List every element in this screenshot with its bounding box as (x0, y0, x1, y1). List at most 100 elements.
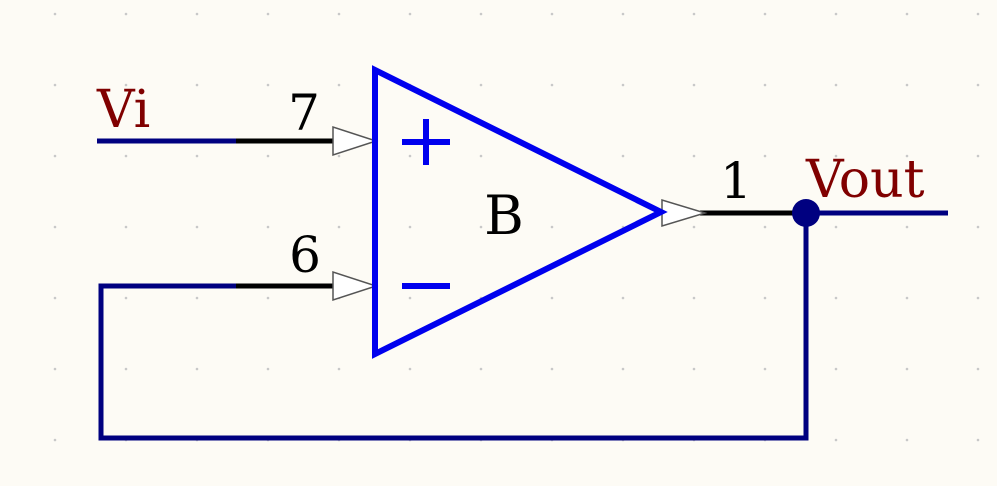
grid-dot (53, 225, 57, 229)
grid-dot (834, 438, 838, 442)
grid-dot (550, 296, 554, 300)
grid-dot (976, 296, 980, 300)
pin-1[interactable]: 1 (661, 152, 806, 228)
grid-dot (337, 225, 341, 229)
grid-dot (976, 438, 980, 442)
opamp-triangle-body[interactable] (372, 65, 668, 359)
grid-dot (976, 83, 980, 87)
grid-dot (53, 367, 57, 371)
grid-dot (834, 12, 838, 16)
grid-dot (692, 225, 696, 229)
grid-dot (550, 83, 554, 87)
grid-dot (266, 83, 270, 87)
pin-1-number: 1 (720, 152, 752, 210)
pin-6[interactable]: 6 (236, 226, 379, 302)
grid-dot (195, 367, 199, 371)
pin-7[interactable]: 7 (236, 84, 379, 157)
grid-dot (124, 83, 128, 87)
grid-dot (479, 225, 483, 229)
grid-dot (692, 154, 696, 158)
grid-dot (905, 367, 909, 371)
component-designator: B (484, 184, 524, 247)
grid-dot (53, 154, 57, 158)
grid-dot (692, 296, 696, 300)
grid-dot (621, 367, 625, 371)
grid-dot (408, 296, 412, 300)
grid-dot (53, 296, 57, 300)
grid-dot (905, 225, 909, 229)
grid-dot (976, 367, 980, 371)
grid-dot (124, 225, 128, 229)
grid-dot (266, 367, 270, 371)
grid-dot (763, 154, 767, 158)
grid-dot (905, 296, 909, 300)
grid-dot (763, 367, 767, 371)
grid-dot (905, 83, 909, 87)
opamp-b[interactable]: B (372, 65, 668, 359)
grid-dot (692, 367, 696, 371)
grid-dot (266, 296, 270, 300)
grid-dot (337, 83, 341, 87)
grid-dot (479, 154, 483, 158)
grid-dot (834, 367, 838, 371)
grid-dot (195, 154, 199, 158)
grid-dot (621, 83, 625, 87)
grid-dot (124, 296, 128, 300)
grid-dot (834, 296, 838, 300)
grid-dot (621, 154, 625, 158)
grid-dot (195, 296, 199, 300)
grid-dot (905, 154, 909, 158)
grid-dot (976, 225, 980, 229)
grid-dot (834, 83, 838, 87)
grid-dot (550, 367, 554, 371)
grid-dot (976, 12, 980, 16)
pin-7-number: 7 (288, 84, 320, 142)
grid-dot (834, 154, 838, 158)
grid-dots (53, 12, 980, 442)
net-label-vi[interactable]: Vi (96, 80, 150, 140)
grid-dot (266, 225, 270, 229)
grid-dot (834, 225, 838, 229)
grid-dot (53, 12, 57, 16)
grid-dot (763, 12, 767, 16)
grid-dot (124, 12, 128, 16)
grid-dot (266, 154, 270, 158)
grid-dot (550, 12, 554, 16)
grid-dot (479, 367, 483, 371)
grid-dot (266, 12, 270, 16)
grid-dot (621, 296, 625, 300)
grid-dot (195, 12, 199, 16)
grid-dot (124, 154, 128, 158)
grid-dot (408, 367, 412, 371)
grid-dot (337, 154, 341, 158)
grid-dot (53, 83, 57, 87)
grid-dot (337, 12, 341, 16)
pin-6-input-arrow (332, 270, 379, 302)
plus-icon (402, 119, 450, 165)
grid-dot (976, 154, 980, 158)
grid-dot (692, 12, 696, 16)
grid-dot (124, 367, 128, 371)
grid-dot (195, 83, 199, 87)
grid-dot (408, 12, 412, 16)
wire-feedback-loop[interactable] (98, 213, 809, 441)
grid-dot (408, 225, 412, 229)
grid-dot (905, 438, 909, 442)
grid-dot (905, 12, 909, 16)
grid-dot (621, 12, 625, 16)
grid-dot (763, 296, 767, 300)
grid-dot (53, 438, 57, 442)
pin-6-number: 6 (289, 226, 321, 284)
grid-dot (763, 83, 767, 87)
grid-dot (692, 83, 696, 87)
grid-dot (479, 12, 483, 16)
junction-dot[interactable] (792, 199, 820, 227)
grid-dot (550, 225, 554, 229)
grid-dot (337, 367, 341, 371)
net-label-vout[interactable]: Vout (805, 150, 925, 210)
grid-dot (195, 225, 199, 229)
grid-dot (408, 154, 412, 158)
pin-7-input-arrow (332, 125, 379, 157)
grid-dot (763, 225, 767, 229)
